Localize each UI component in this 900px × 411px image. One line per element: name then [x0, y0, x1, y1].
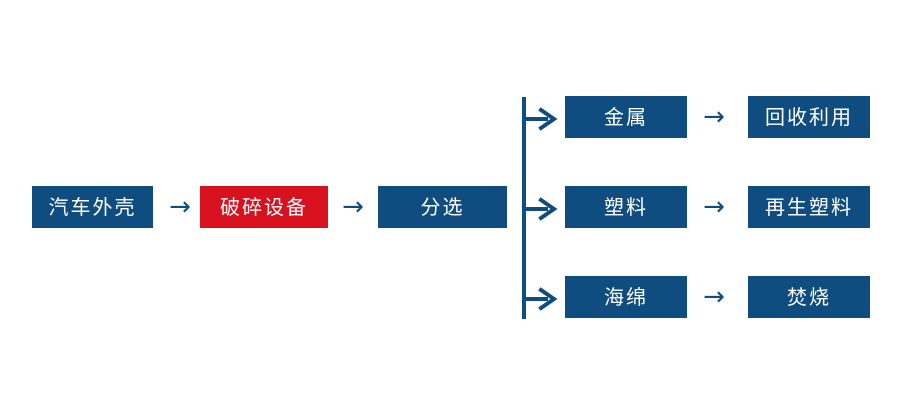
arrow-right-icon-shell-to-crusher: → [169, 192, 191, 222]
branch-arrow-icon-plastic [524, 197, 558, 221]
node-recycle-reuse[interactable]: 回收利用 [748, 96, 870, 138]
arrow-right-icon-sponge-to-incineration: → [703, 282, 725, 312]
node-sorting[interactable]: 分选 [378, 186, 507, 228]
branch-arrow-icon-sponge [524, 287, 558, 311]
node-recycled-plastic[interactable]: 再生塑料 [748, 186, 870, 228]
branch-arrow-icon-metal [524, 107, 558, 131]
node-incineration[interactable]: 焚烧 [748, 276, 870, 318]
arrow-right-icon-plastic-to-recycled-plastic: → [703, 192, 725, 222]
node-metal[interactable]: 金属 [565, 96, 687, 138]
node-plastic[interactable]: 塑料 [565, 186, 687, 228]
node-car-shell[interactable]: 汽车外壳 [32, 186, 153, 228]
node-crushing-equipment[interactable]: 破碎设备 [200, 186, 328, 228]
node-sponge[interactable]: 海绵 [565, 276, 687, 318]
arrow-right-icon-metal-to-recycle: → [703, 102, 725, 132]
arrow-right-icon-crusher-to-sorting: → [342, 192, 364, 222]
